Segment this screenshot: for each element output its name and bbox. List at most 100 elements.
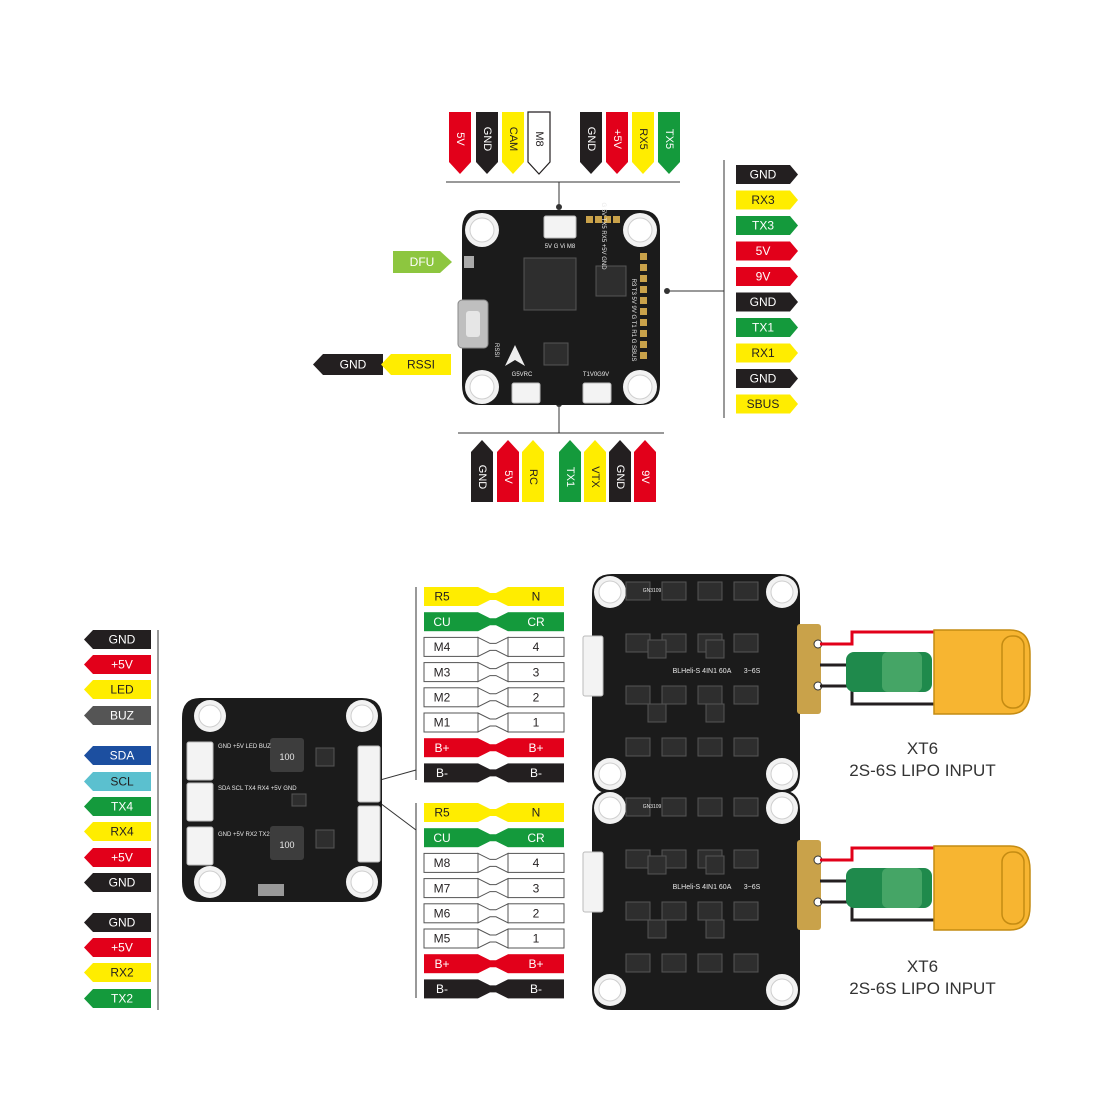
pin-tag-rx3: RX3: [736, 190, 798, 210]
mount-hole: [598, 580, 622, 604]
pin-tag-vtx: VTX: [584, 440, 606, 502]
esc-row-left-label: R5: [434, 806, 450, 820]
pin-tag-gnd: GND: [84, 630, 151, 649]
driver-chip: [705, 855, 725, 875]
pin-tag-shape: [84, 913, 151, 932]
pin-tag-shape: [736, 216, 798, 235]
esc-row-right-label: 4: [533, 856, 540, 870]
dfu-tag-shape: [393, 251, 452, 273]
mosfet-chip: [625, 737, 651, 757]
driver-chip: [647, 855, 667, 875]
xt-connector-latch: [1001, 851, 1025, 925]
esc-row-left-label: M7: [434, 881, 451, 895]
pin-tag-gnd: GND: [84, 873, 151, 892]
esc-row-left-label: M4: [434, 640, 451, 654]
esc-row-right-box: [508, 763, 564, 783]
xt6-label-2: XT6 2S-6S LIPO INPUT: [835, 956, 1010, 1000]
pin-tag-label: RX2: [110, 966, 134, 980]
pin-tag-label: GND: [481, 127, 493, 152]
mount-hole: [469, 217, 495, 243]
pin-tag-scl: SCL: [84, 772, 151, 791]
pin-tag-9v: 9V: [736, 267, 798, 286]
pin-tag-label: GND: [340, 358, 367, 372]
esc-row-left-label: M3: [434, 665, 451, 679]
pin-tag-label: RX5: [637, 128, 649, 149]
mosfet-chip: [697, 901, 723, 921]
pin-tag-label: 5V: [502, 470, 514, 484]
esc-row-left-label: B+: [434, 741, 449, 755]
solder-pad: [640, 341, 647, 348]
stack-silk-a: GND +5V LED BUZ: [218, 744, 271, 750]
wire-negative: [820, 684, 940, 706]
pin-tag-shape: [476, 112, 498, 174]
solder-pad: [640, 286, 647, 293]
fc-silk-right-header: G 5V TX5 RX5 +5V GND: [600, 202, 606, 270]
pin-tag-label: GND: [476, 465, 488, 490]
mosfet-chip: [697, 685, 723, 705]
esc-row: R5 N: [424, 803, 564, 822]
stack-connector-d: [357, 745, 381, 803]
esc-row-bridge: [477, 852, 509, 874]
pin-tag-label: CAM: [507, 127, 519, 151]
pin-tag-shape: [497, 440, 519, 502]
solder-pad: [595, 216, 602, 223]
fc-bottom-connector-left: [511, 382, 541, 404]
mosfet-chip: [697, 953, 723, 973]
pin-tag-5v: +5V: [84, 848, 151, 867]
pin-tag-shape: [313, 354, 383, 375]
esc-row-right-box: [508, 738, 564, 758]
dfu-label: DFU: [410, 255, 435, 269]
esc-row: B+B+: [424, 954, 564, 974]
fc-silk-right: R3 T3 5V 9V G T1 R1 G SBUS: [630, 279, 636, 362]
esc-row-left-box: [424, 763, 478, 783]
pin-tag-5v: +5V: [84, 938, 151, 957]
pin-tag-label: RX4: [110, 825, 134, 839]
pin-tag-shape: [84, 797, 151, 816]
pin-tag-shape: [632, 112, 654, 174]
mosfet-chip: [625, 633, 651, 653]
esc-row-bridge: [477, 928, 509, 949]
pin-tag-shape: [381, 354, 451, 375]
esc-row-bridge: [477, 686, 509, 708]
esc-row-left-box: [424, 612, 478, 632]
pin-tag-label: BUZ: [110, 709, 134, 723]
solder-pad: [640, 319, 647, 326]
esc-row-left-label: M1: [434, 716, 451, 730]
esc-row-left-box: [424, 828, 478, 848]
stack-usb: [258, 884, 284, 896]
pin-tag-label: SDA: [110, 749, 135, 763]
mosfet-chip: [661, 581, 687, 601]
mosfet-chip: [733, 849, 759, 869]
pin-tag-label: GND: [750, 168, 777, 182]
pin-tag-shape: [84, 706, 151, 725]
pin-tag-label: TX3: [752, 219, 774, 233]
pin-tag-rx2: RX2: [84, 963, 151, 982]
esc-row-right-label: N: [532, 806, 541, 820]
stack-connector-b: [186, 782, 214, 822]
pin-tag-label: 5V: [756, 244, 771, 258]
mosfet-chip: [733, 581, 759, 601]
pin-tag-gnd: GND: [736, 369, 798, 388]
esc-silk-chip: GN3109: [643, 588, 662, 594]
esc-row-bridge: [477, 712, 509, 733]
esc-power-pad: [797, 624, 821, 714]
stack-connector-a: [186, 741, 214, 781]
pin-tag-label: +5V: [111, 941, 133, 955]
esc-row-left-label: B+: [434, 957, 449, 971]
pin-tag-label: RSSI: [407, 358, 435, 372]
esc-row-right-box: [508, 828, 564, 848]
esc-row-bridge: [477, 636, 509, 658]
pin-tag-label: +5V: [111, 658, 133, 672]
pin-tag-label: GND: [109, 633, 136, 647]
driver-chip: [705, 919, 725, 939]
esc-row-right-label: N: [532, 590, 541, 604]
driver-chip: [705, 639, 725, 659]
esc-silk-cells: 3~6S: [744, 884, 761, 891]
